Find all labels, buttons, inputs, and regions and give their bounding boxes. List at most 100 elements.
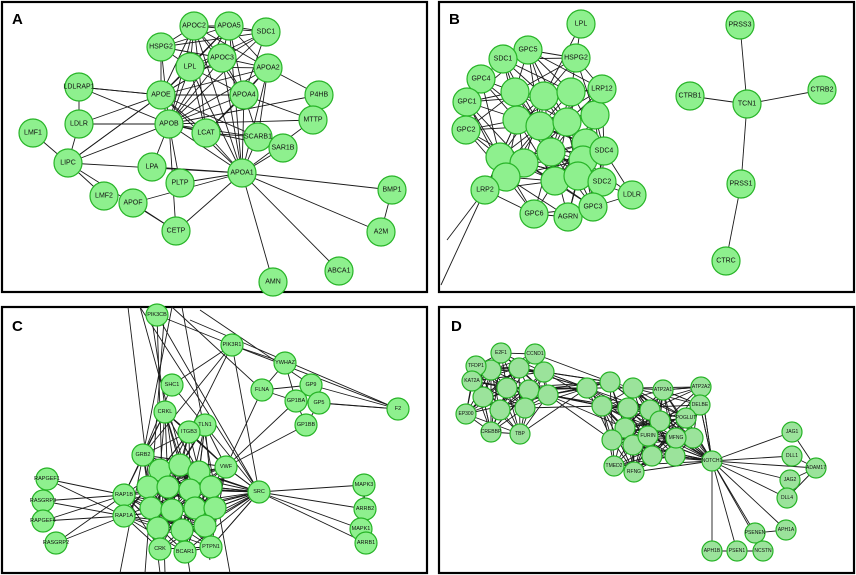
node-agrn: AGRN bbox=[553, 202, 583, 232]
node-circle bbox=[353, 497, 377, 521]
node-circle bbox=[480, 421, 502, 443]
edge bbox=[440, 189, 486, 286]
edge bbox=[221, 57, 243, 174]
edge bbox=[241, 67, 269, 174]
cluster-node bbox=[136, 475, 160, 499]
node-hspg2: HSPG2 bbox=[146, 32, 176, 62]
edge bbox=[711, 460, 738, 552]
node-sdc2: SDC2 bbox=[587, 167, 617, 197]
node-poglut: POGLUT bbox=[675, 407, 697, 429]
node-circle bbox=[253, 53, 283, 83]
node-circle bbox=[146, 80, 176, 110]
cluster-node bbox=[525, 111, 555, 141]
node-apoa1: APOA1 bbox=[227, 158, 257, 188]
edge bbox=[142, 344, 233, 456]
node-bcar1: BCAR1 bbox=[173, 540, 197, 564]
node-circle bbox=[779, 469, 801, 491]
node-circle bbox=[652, 379, 674, 401]
node-kat2a: KAT2A bbox=[461, 370, 483, 392]
node-mfng: MFNG bbox=[665, 427, 687, 449]
cluster-node bbox=[491, 162, 521, 192]
edge bbox=[164, 411, 191, 491]
node-circle bbox=[386, 397, 410, 421]
node-circle bbox=[689, 394, 711, 416]
node-circle bbox=[744, 522, 766, 544]
node-circle bbox=[726, 169, 756, 199]
node-circle bbox=[623, 461, 645, 483]
node-ctrc: CTRC bbox=[711, 246, 741, 276]
node-circle bbox=[775, 519, 797, 541]
edge bbox=[171, 306, 263, 391]
edge bbox=[119, 306, 173, 574]
edge bbox=[711, 460, 787, 531]
node-circle bbox=[131, 443, 155, 467]
node-circle bbox=[112, 504, 136, 528]
node-rfng: RFNG bbox=[623, 461, 645, 483]
node-circle bbox=[726, 540, 748, 562]
node-itgb3: ITGB3 bbox=[177, 420, 201, 444]
node-dll4: DLL4 bbox=[776, 487, 798, 509]
node-jag2: JAG2 bbox=[779, 469, 801, 491]
edge bbox=[543, 371, 611, 383]
cluster-node bbox=[533, 361, 555, 383]
edge bbox=[711, 460, 791, 481]
node-crkl: CRKL bbox=[153, 400, 177, 424]
edge bbox=[175, 172, 243, 232]
node-circle bbox=[470, 175, 500, 205]
cluster-node bbox=[472, 386, 494, 408]
node-circle bbox=[589, 136, 619, 166]
node-hspg2: HSPG2 bbox=[561, 43, 591, 73]
cluster-node bbox=[556, 77, 586, 107]
node-psen1: PSEN1 bbox=[726, 540, 748, 562]
node-ep300: EP300 bbox=[455, 403, 477, 425]
node-circle bbox=[35, 467, 59, 491]
node-lpl: LPL bbox=[175, 52, 205, 82]
node-sdc1: SDC1 bbox=[488, 44, 518, 74]
node-prss1: PRSS1 bbox=[726, 169, 756, 199]
edge bbox=[711, 455, 793, 462]
node-circle bbox=[214, 11, 244, 41]
node-furin: FURIN bbox=[637, 425, 659, 447]
node-gpc5: GPC5 bbox=[513, 35, 543, 65]
node-circle bbox=[587, 167, 617, 197]
cluster-node bbox=[193, 514, 217, 538]
node-e2f1: E2F1 bbox=[490, 342, 512, 364]
node-circle bbox=[31, 489, 55, 513]
edge bbox=[241, 172, 340, 272]
node-circle bbox=[490, 342, 512, 364]
edge bbox=[609, 381, 615, 467]
node-atp2a1: ATP2A1 bbox=[652, 379, 674, 401]
node-pltp: PLTP bbox=[165, 168, 195, 198]
node-circle bbox=[455, 403, 477, 425]
cluster-node bbox=[170, 518, 194, 542]
node-circle bbox=[146, 32, 176, 62]
node-circle bbox=[578, 192, 608, 222]
node-tbp: TBP bbox=[509, 423, 531, 445]
node-circle bbox=[304, 80, 334, 110]
node-grb2: GRB2 bbox=[131, 443, 155, 467]
node-gpc3: GPC3 bbox=[578, 192, 608, 222]
edge bbox=[586, 387, 651, 411]
node-circle bbox=[617, 180, 647, 210]
node-circle bbox=[229, 80, 259, 110]
node-circle bbox=[160, 373, 184, 397]
node-arrb1: ARRB1 bbox=[354, 531, 378, 555]
node-src: SRC bbox=[247, 480, 271, 504]
cluster-node bbox=[199, 475, 223, 499]
node-gpc2: GPC2 bbox=[451, 115, 481, 145]
edge bbox=[318, 402, 399, 410]
edge bbox=[193, 25, 207, 134]
edge bbox=[67, 94, 162, 164]
node-circle bbox=[675, 81, 705, 111]
panel-b-letter: B bbox=[449, 11, 460, 28]
node-circle bbox=[44, 531, 68, 555]
node-circle bbox=[352, 473, 376, 497]
edge bbox=[168, 123, 243, 174]
panel-c-letter: C bbox=[12, 318, 23, 335]
edge bbox=[258, 484, 365, 493]
node-circle bbox=[566, 9, 596, 39]
cluster-node bbox=[160, 498, 184, 522]
